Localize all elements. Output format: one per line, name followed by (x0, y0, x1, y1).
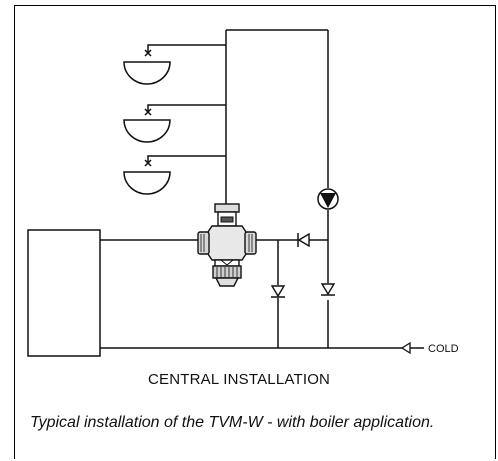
circulation-pump (317, 188, 339, 210)
boiler-tank (27, 229, 101, 357)
cold-inlet-arrow (400, 341, 424, 355)
diagram-caption: CENTRAL INSTALLATION (148, 371, 331, 388)
tap-outlet-3 (123, 159, 171, 195)
tap-outlet-1 (123, 49, 171, 85)
check-valve-bypass (270, 285, 286, 298)
figure-description: Typical installation of the TVM-W - with… (30, 414, 435, 431)
figure-frame (14, 5, 496, 459)
schematic-diagram: COLD (27, 29, 459, 357)
hot-water-pipes (225, 29, 329, 348)
tap-branches (147, 44, 226, 163)
check-valve-horizontal (297, 232, 310, 248)
thermostatic-mixing-valve (197, 203, 257, 287)
check-valve-return (320, 283, 336, 296)
tap-outlet-2 (123, 108, 171, 143)
boiler-pipes (100, 239, 410, 349)
cold-label: COLD (428, 343, 459, 355)
